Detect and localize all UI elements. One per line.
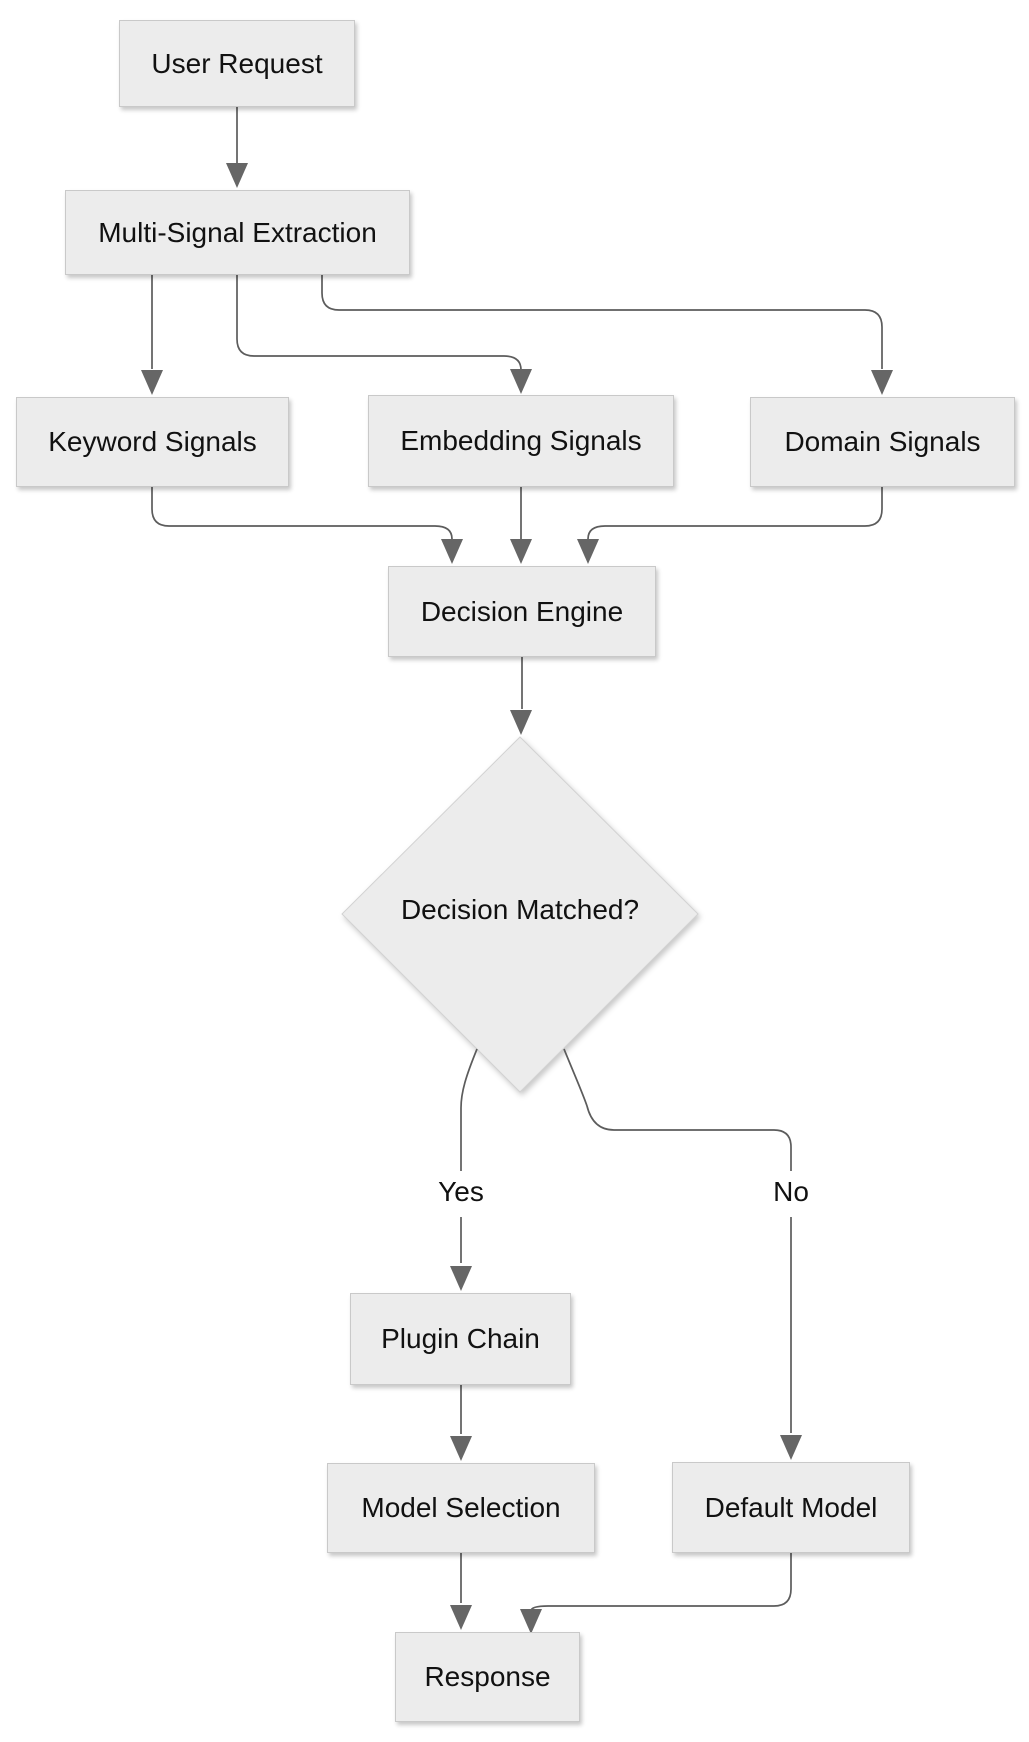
arrowhead-icon <box>510 539 532 564</box>
edge-label-yes: Yes <box>438 1176 484 1207</box>
node-multi-signal-extraction: Multi-Signal Extraction <box>65 190 410 275</box>
node-user-request: User Request <box>119 20 355 107</box>
arrowhead-icon <box>577 539 599 564</box>
decision-matched-diamond <box>341 736 699 1093</box>
arrowhead-icon <box>141 370 163 395</box>
arrowhead-icon <box>226 163 248 188</box>
node-model-selection: Model Selection <box>327 1463 595 1553</box>
edge-multi-signal-to-embedding <box>236 275 522 371</box>
node-decision-engine: Decision Engine <box>388 566 656 657</box>
edge-label-no: No <box>773 1176 809 1207</box>
node-response: Response <box>395 1632 580 1722</box>
arrowhead-icon <box>520 1609 542 1634</box>
edge-no-to-default-model <box>563 1048 792 1171</box>
edge-domain-to-decision-engine <box>587 487 883 540</box>
edge-yes-to-plugin-chain <box>460 1048 478 1171</box>
arrowhead-icon <box>510 710 532 735</box>
edge-keyword-to-decision-engine <box>151 487 453 540</box>
arrowhead-icon <box>441 539 463 564</box>
arrowhead-icon <box>780 1435 802 1460</box>
arrowhead-icon <box>450 1605 472 1630</box>
node-default-model: Default Model <box>672 1462 910 1553</box>
arrowhead-icon <box>871 370 893 395</box>
arrowhead-icon <box>510 369 532 394</box>
node-plugin-chain: Plugin Chain <box>350 1293 571 1385</box>
node-embedding-signals: Embedding Signals <box>368 395 674 487</box>
node-keyword-signals: Keyword Signals <box>16 397 289 487</box>
node-domain-signals: Domain Signals <box>750 397 1015 487</box>
node-decision-matched-label: Decision Matched? <box>400 894 640 925</box>
arrowhead-icon <box>450 1436 472 1461</box>
arrowhead-icon <box>450 1266 472 1291</box>
edge-default-model-to-response <box>530 1553 792 1612</box>
edge-multi-signal-to-domain <box>321 275 883 369</box>
